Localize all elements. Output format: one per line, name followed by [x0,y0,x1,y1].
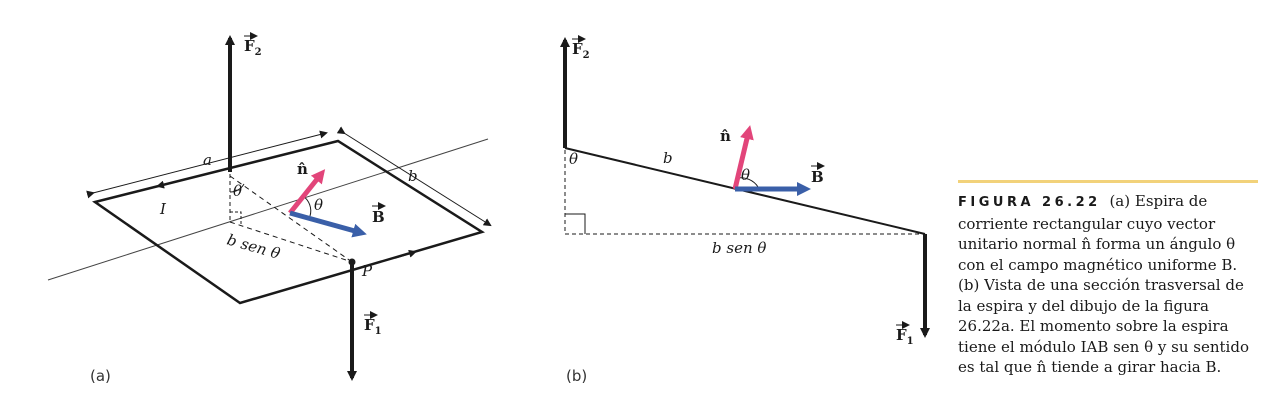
dashed-diagonal [229,175,353,263]
label-b-sen-theta: b sen θ [225,231,282,263]
right-angle-mark-b [565,213,586,234]
right-angle-mark [230,211,242,224]
current-arrow-left [156,180,176,189]
label-a: a [203,151,212,169]
label-theta-n: θ [314,196,323,214]
label-b-length: b [663,149,673,167]
panel-b-tag: (b) [566,367,587,385]
label-b-sen-theta-b: b sen θ [712,239,766,257]
label-b-field: B [372,208,385,226]
label-b-field-b: B [811,168,824,186]
label-p: P [361,262,373,280]
label-theta-top-b: θ [569,150,578,168]
normal-vector-n [288,169,326,215]
label-theta-n-b: θ [741,166,750,184]
label-f1-b: F1 [896,326,914,347]
caption-heading: FIGURA 26.22 [958,195,1101,210]
dimension-b-line [336,126,492,227]
label-b-side: b [408,167,418,185]
label-f2-b: F2 [572,40,590,61]
current-loop [92,139,486,305]
panel-a: F2 F1 n̂ B θ θ a b I b sen θ P (a) [47,32,492,385]
normal-vector-n-b [732,125,754,190]
label-current-i: I [159,200,167,218]
dashed-base [229,221,353,263]
figure-caption: FIGURA 26.22 (a) Espira de corriente rec… [958,180,1258,378]
label-f1: F1 [364,316,382,337]
label-n-b: n̂ [720,127,731,145]
dimension-a-line [86,130,328,199]
panel-a-tag: (a) [90,367,111,385]
label-f2: F2 [244,37,262,58]
caption-text: (a) Espira de corriente rectangular cuyo… [958,192,1249,376]
panel-b: F2 F1 n̂ B θ θ b b sen θ (b) [560,35,930,385]
theta-arc-vertical [229,183,245,193]
current-arrow-bottom [394,249,417,259]
field-vector-b [289,210,367,238]
label-n: n̂ [297,160,308,178]
label-theta-vertical: θ [233,182,242,200]
